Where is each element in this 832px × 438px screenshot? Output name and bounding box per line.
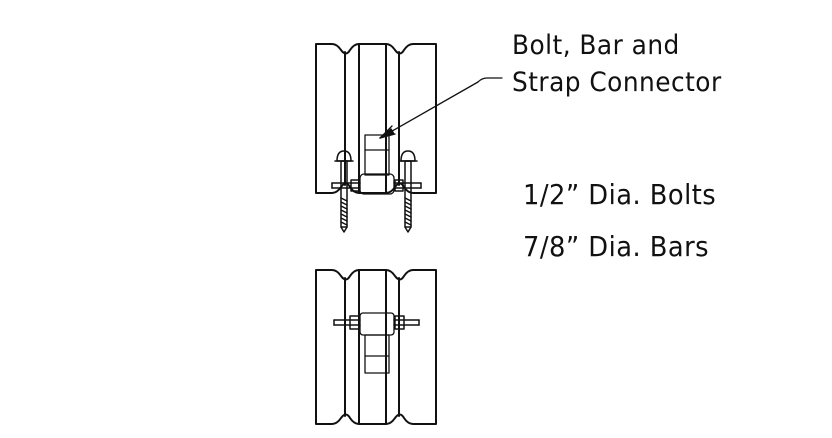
bolt-right xyxy=(398,150,418,233)
bar-upper xyxy=(331,179,422,192)
callout-label-line-2: Strap Connector xyxy=(512,67,722,98)
strap-connector-lower xyxy=(359,312,395,374)
bar-diameter-note: 7/8” Dia. Bars xyxy=(523,230,710,263)
bar-lower xyxy=(333,315,420,330)
upper-pile-section xyxy=(315,43,437,194)
lower-pile-section xyxy=(315,269,437,425)
bolt-diameter-note: 1/2” Dia. Bolts xyxy=(523,178,717,211)
bolt-left xyxy=(334,150,354,233)
callout-label-line-1: Bolt, Bar and xyxy=(512,30,680,61)
strap-connector-upper xyxy=(359,134,395,195)
callout-leader xyxy=(379,77,503,139)
